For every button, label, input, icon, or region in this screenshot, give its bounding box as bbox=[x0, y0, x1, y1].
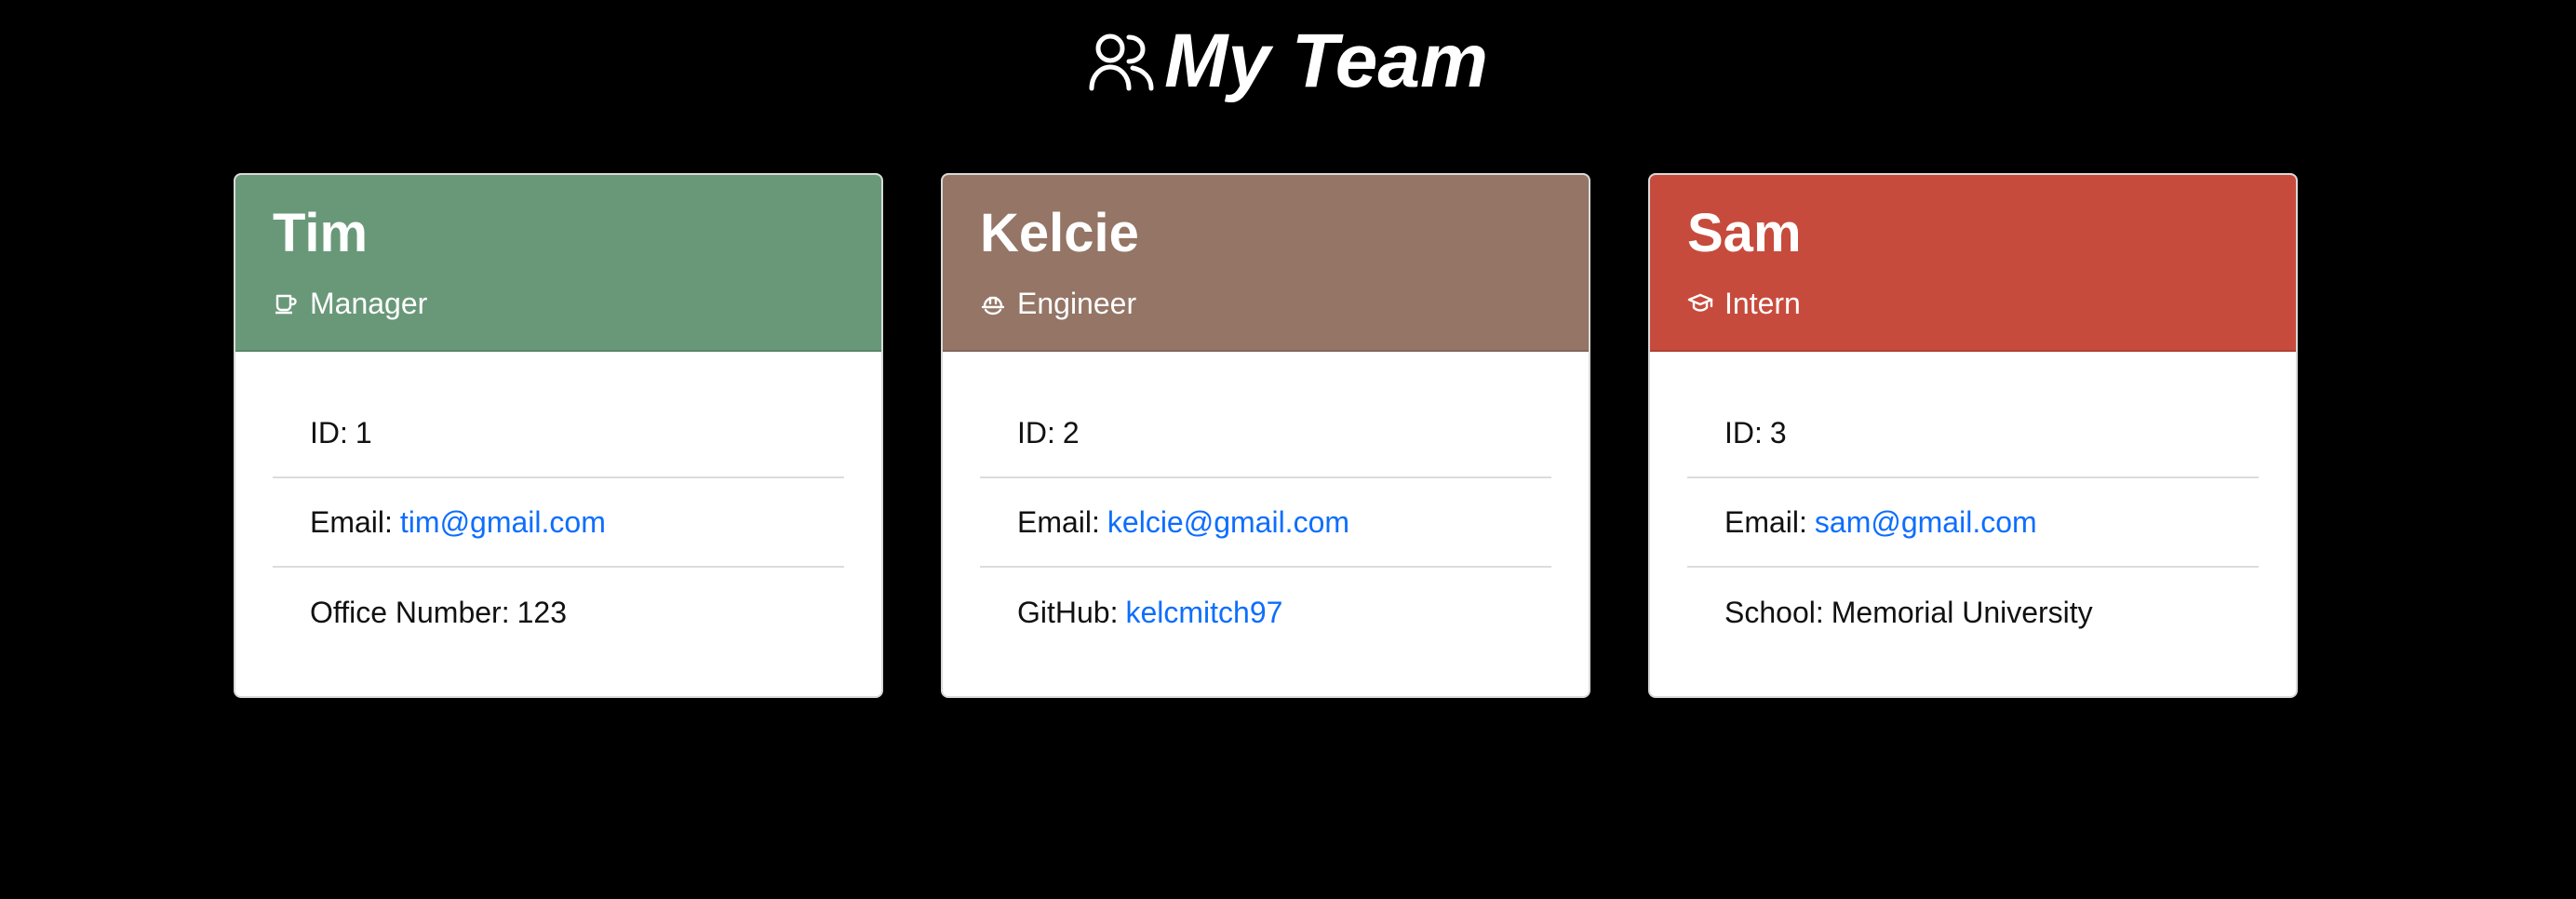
hard-hat-icon bbox=[980, 290, 1006, 316]
office-number-value: 123 bbox=[517, 595, 567, 629]
mug-icon bbox=[273, 290, 299, 316]
email-link[interactable]: kelcie@gmail.com bbox=[1107, 504, 1350, 539]
employee-info-list: ID: 2 Email: kelcie@gmail.com GitHub: ke… bbox=[980, 389, 1551, 657]
employee-card-sam: Sam Intern ID: 3 Email: sam@gmail.com bbox=[1648, 173, 2298, 698]
employee-email-item: Email: sam@gmail.com bbox=[1687, 478, 2259, 568]
id-value: 3 bbox=[1769, 415, 1787, 450]
github-link[interactable]: kelcmitch97 bbox=[1125, 595, 1283, 629]
school-label: School: bbox=[1724, 595, 1824, 629]
role-label: Engineer bbox=[1017, 287, 1137, 320]
employee-name: Tim bbox=[273, 203, 369, 263]
page-title: My Team bbox=[1164, 19, 1488, 103]
id-label: ID: bbox=[1724, 415, 1763, 450]
role-label: Manager bbox=[310, 287, 428, 320]
email-label: Email: bbox=[1724, 504, 1807, 539]
graduation-cap-icon bbox=[1687, 290, 1713, 316]
employee-email-item: Email: kelcie@gmail.com bbox=[980, 478, 1551, 568]
card-header: Kelcie Engineer bbox=[943, 175, 1589, 352]
card-body: ID: 3 Email: sam@gmail.com School: Memor… bbox=[1650, 352, 2296, 657]
role-label: Intern bbox=[1724, 287, 1801, 320]
page-title-group: My Team bbox=[1088, 0, 1488, 151]
card-body: ID: 2 Email: kelcie@gmail.com GitHub: ke… bbox=[943, 352, 1589, 657]
id-value: 2 bbox=[1062, 415, 1080, 450]
card-body: ID: 1 Email: tim@gmail.com Office Number… bbox=[235, 352, 881, 657]
employee-role: Manager bbox=[273, 288, 844, 318]
id-value: 1 bbox=[355, 415, 372, 450]
employee-id-item: ID: 2 bbox=[980, 389, 1551, 478]
employee-info-list: ID: 1 Email: tim@gmail.com Office Number… bbox=[273, 389, 844, 657]
email-link[interactable]: sam@gmail.com bbox=[1814, 504, 2037, 539]
team-icon bbox=[1088, 29, 1161, 94]
employee-role: Intern bbox=[1687, 288, 2259, 318]
school-value: Memorial University bbox=[1831, 595, 2093, 629]
employee-role: Engineer bbox=[980, 288, 1551, 318]
office-number-item: Office Number: 123 bbox=[273, 568, 844, 657]
card-header: Sam Intern bbox=[1650, 175, 2296, 352]
employee-email-item: Email: tim@gmail.com bbox=[273, 478, 844, 568]
employee-name: Sam bbox=[1687, 203, 1802, 263]
employee-id-item: ID: 1 bbox=[273, 389, 844, 478]
github-label: GitHub: bbox=[1017, 595, 1119, 629]
id-label: ID: bbox=[310, 415, 348, 450]
employee-card-kelcie: Kelcie Engineer ID: 2 Email: kelc bbox=[941, 173, 1590, 698]
employee-card-tim: Tim Manager ID: 1 Email: tim@gmail.com bbox=[234, 173, 883, 698]
employee-name: Kelcie bbox=[980, 203, 1139, 263]
card-header: Tim Manager bbox=[235, 175, 881, 352]
office-number-label: Office Number: bbox=[310, 595, 510, 629]
email-label: Email: bbox=[1017, 504, 1100, 539]
employee-id-item: ID: 3 bbox=[1687, 389, 2259, 478]
email-label: Email: bbox=[310, 504, 393, 539]
github-item: GitHub: kelcmitch97 bbox=[980, 568, 1551, 657]
id-label: ID: bbox=[1017, 415, 1055, 450]
page-header: My Team bbox=[0, 0, 2576, 121]
school-item: School: Memorial University bbox=[1687, 568, 2259, 657]
employee-info-list: ID: 3 Email: sam@gmail.com School: Memor… bbox=[1687, 389, 2259, 657]
email-link[interactable]: tim@gmail.com bbox=[399, 504, 606, 539]
